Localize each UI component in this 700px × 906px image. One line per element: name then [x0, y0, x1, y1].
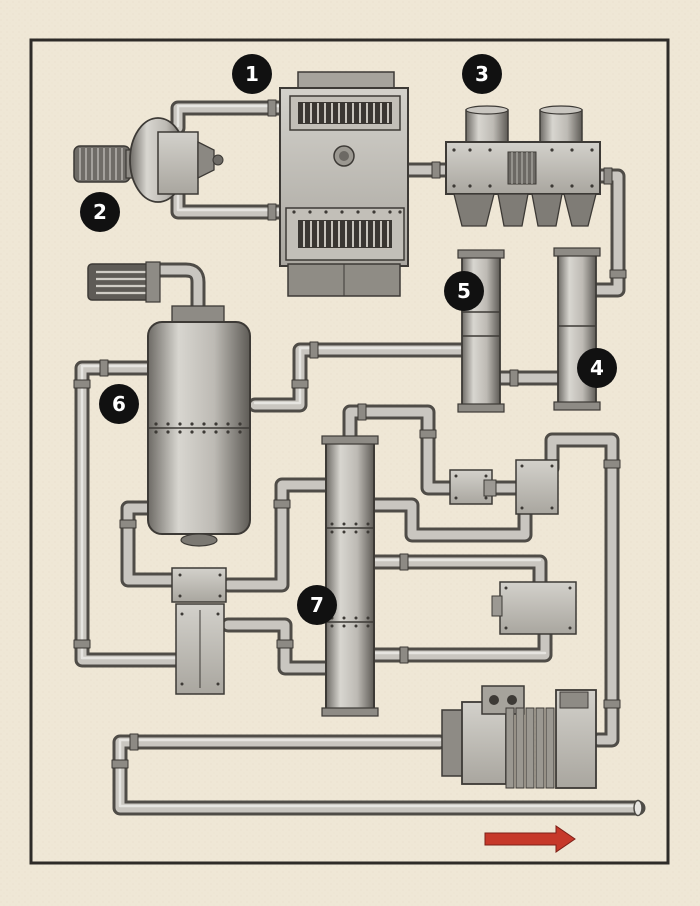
lower-left-valve [171, 567, 227, 695]
junction-box-b [515, 459, 559, 515]
flow-direction-arrow [484, 825, 576, 853]
badge-4: 4 [577, 348, 617, 388]
badge-3: 3 [462, 54, 502, 94]
badge-3-label: 3 [475, 62, 489, 86]
badge-6: 6 [99, 384, 139, 424]
badge-5: 5 [444, 271, 484, 311]
badge-7-label: 7 [310, 593, 324, 617]
badge-7: 7 [297, 585, 337, 625]
filter-unit [445, 105, 601, 227]
badge-5-label: 5 [457, 279, 471, 303]
badge-2: 2 [80, 192, 120, 232]
badge-6-label: 6 [112, 392, 126, 416]
pipe-network [73, 99, 646, 817]
tall-manifold-column [321, 435, 379, 717]
badge-2-label: 2 [93, 200, 107, 224]
intake-fan [73, 117, 224, 203]
badge-1-label: 1 [245, 62, 259, 86]
badge-4-label: 4 [590, 356, 604, 380]
rivets [178, 464, 572, 686]
badge-1: 1 [232, 54, 272, 94]
central-housing [279, 71, 409, 297]
large-vertical-tank [87, 261, 251, 547]
drawing-frame [29, 38, 670, 865]
junction-box-c [491, 581, 577, 635]
compressor-unit [441, 685, 597, 789]
